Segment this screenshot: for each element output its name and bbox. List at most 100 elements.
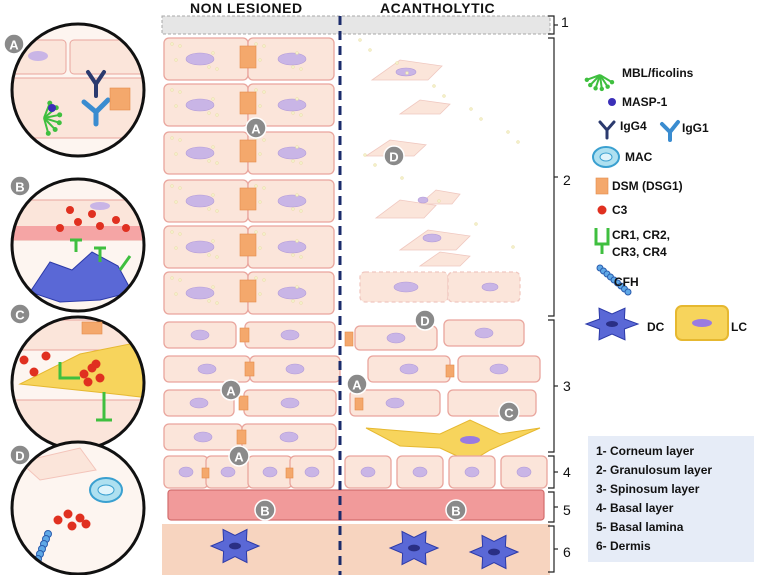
granule (400, 176, 404, 180)
legend-cfh-bead (624, 288, 632, 296)
desmosome (236, 429, 247, 445)
panel-badge-c: C (15, 308, 25, 323)
mbl-arm (43, 117, 56, 131)
legend-mbl-arm (586, 74, 601, 81)
legend-cr-icon (594, 228, 610, 254)
granule (207, 111, 211, 115)
nucleus (304, 466, 320, 478)
granule (254, 276, 258, 280)
panel-content (18, 447, 123, 573)
granule (174, 200, 178, 204)
c3-dot (67, 521, 77, 531)
legend-c3-label: C3 (612, 203, 628, 217)
granule (373, 163, 377, 167)
granule (511, 245, 515, 249)
basal-lamina (167, 489, 545, 521)
nucleus (28, 51, 48, 61)
granule (207, 159, 211, 163)
marker-c1: C (504, 406, 514, 421)
desmosome (344, 331, 354, 347)
granule (207, 253, 211, 257)
granule (178, 138, 182, 142)
header-non-lesioned: NON LESIONED (190, 0, 303, 16)
nucleus (277, 52, 307, 66)
igg1-symbol (81, 97, 111, 127)
desmosome (445, 364, 455, 378)
granule (262, 90, 266, 94)
granule (358, 38, 362, 42)
granule (479, 117, 483, 121)
nucleus (474, 327, 494, 339)
granule (178, 278, 182, 282)
c3-dot (79, 369, 89, 379)
dc-nucleus (408, 544, 420, 552)
legend-dc-nucleus (606, 321, 618, 327)
granule (295, 193, 299, 197)
acantholytic-fragment (398, 99, 451, 115)
mbl-head (52, 126, 58, 132)
granule (469, 107, 473, 111)
c3-dot (19, 355, 29, 365)
nucleus (185, 98, 215, 112)
legend-mbl-head (584, 77, 590, 83)
nucleus (386, 332, 406, 344)
desmosome (238, 395, 249, 411)
legend-mbl-label: MBL/ficolins (622, 66, 694, 80)
cr-receptor (70, 238, 132, 271)
granule (215, 113, 219, 117)
nucleus (279, 431, 299, 443)
desmosome (81, 321, 103, 335)
acantholytic-fragment (418, 251, 471, 267)
granule (254, 42, 258, 46)
panel-cell (18, 447, 97, 481)
legend-mac-label: MAC (625, 150, 653, 164)
nucleus (516, 466, 532, 478)
marker-b1: B (260, 504, 269, 519)
granule (368, 48, 372, 52)
panel-cell (69, 39, 144, 75)
granule (516, 140, 520, 144)
granule (262, 138, 266, 142)
dendritic-cell (29, 251, 133, 303)
zoom-panel-a (10, 22, 146, 158)
desmosome (201, 467, 210, 479)
desmosome (244, 361, 255, 377)
granule (211, 51, 215, 55)
c3-dot (74, 218, 82, 226)
marker-a1: A (251, 122, 261, 137)
granule (291, 253, 295, 257)
granule (299, 301, 303, 305)
zoom-panel-b (10, 177, 146, 313)
nucleus (220, 466, 236, 478)
granule (432, 84, 436, 88)
nucleus (422, 233, 442, 243)
c3-dot (29, 367, 39, 377)
desmosome (239, 233, 257, 257)
granule (174, 58, 178, 62)
layer-number-5: 5 (563, 502, 571, 518)
granule (395, 61, 399, 65)
panel-border (10, 22, 146, 158)
layer-number-1: 1 (561, 14, 569, 30)
legend-dsm-icon (595, 177, 609, 195)
nucleus (285, 363, 305, 375)
bracket-layer-3 (548, 319, 555, 453)
legend-mbl-head (593, 86, 598, 91)
c3-dot (53, 515, 63, 525)
legend-cfh-label: CFH (614, 275, 639, 289)
granule (174, 152, 178, 156)
layer-key-6: 6- Dermis (596, 539, 651, 553)
nucleus (280, 397, 300, 409)
panel-lamina (12, 226, 144, 240)
c3-dot (63, 509, 73, 519)
nucleus (277, 286, 307, 300)
granule (262, 44, 266, 48)
granule (474, 222, 478, 226)
granule (215, 301, 219, 305)
mbl-head (45, 130, 51, 136)
legend-igg1-label: IgG1 (682, 121, 709, 135)
desmosome (239, 45, 257, 69)
granule (299, 209, 303, 213)
